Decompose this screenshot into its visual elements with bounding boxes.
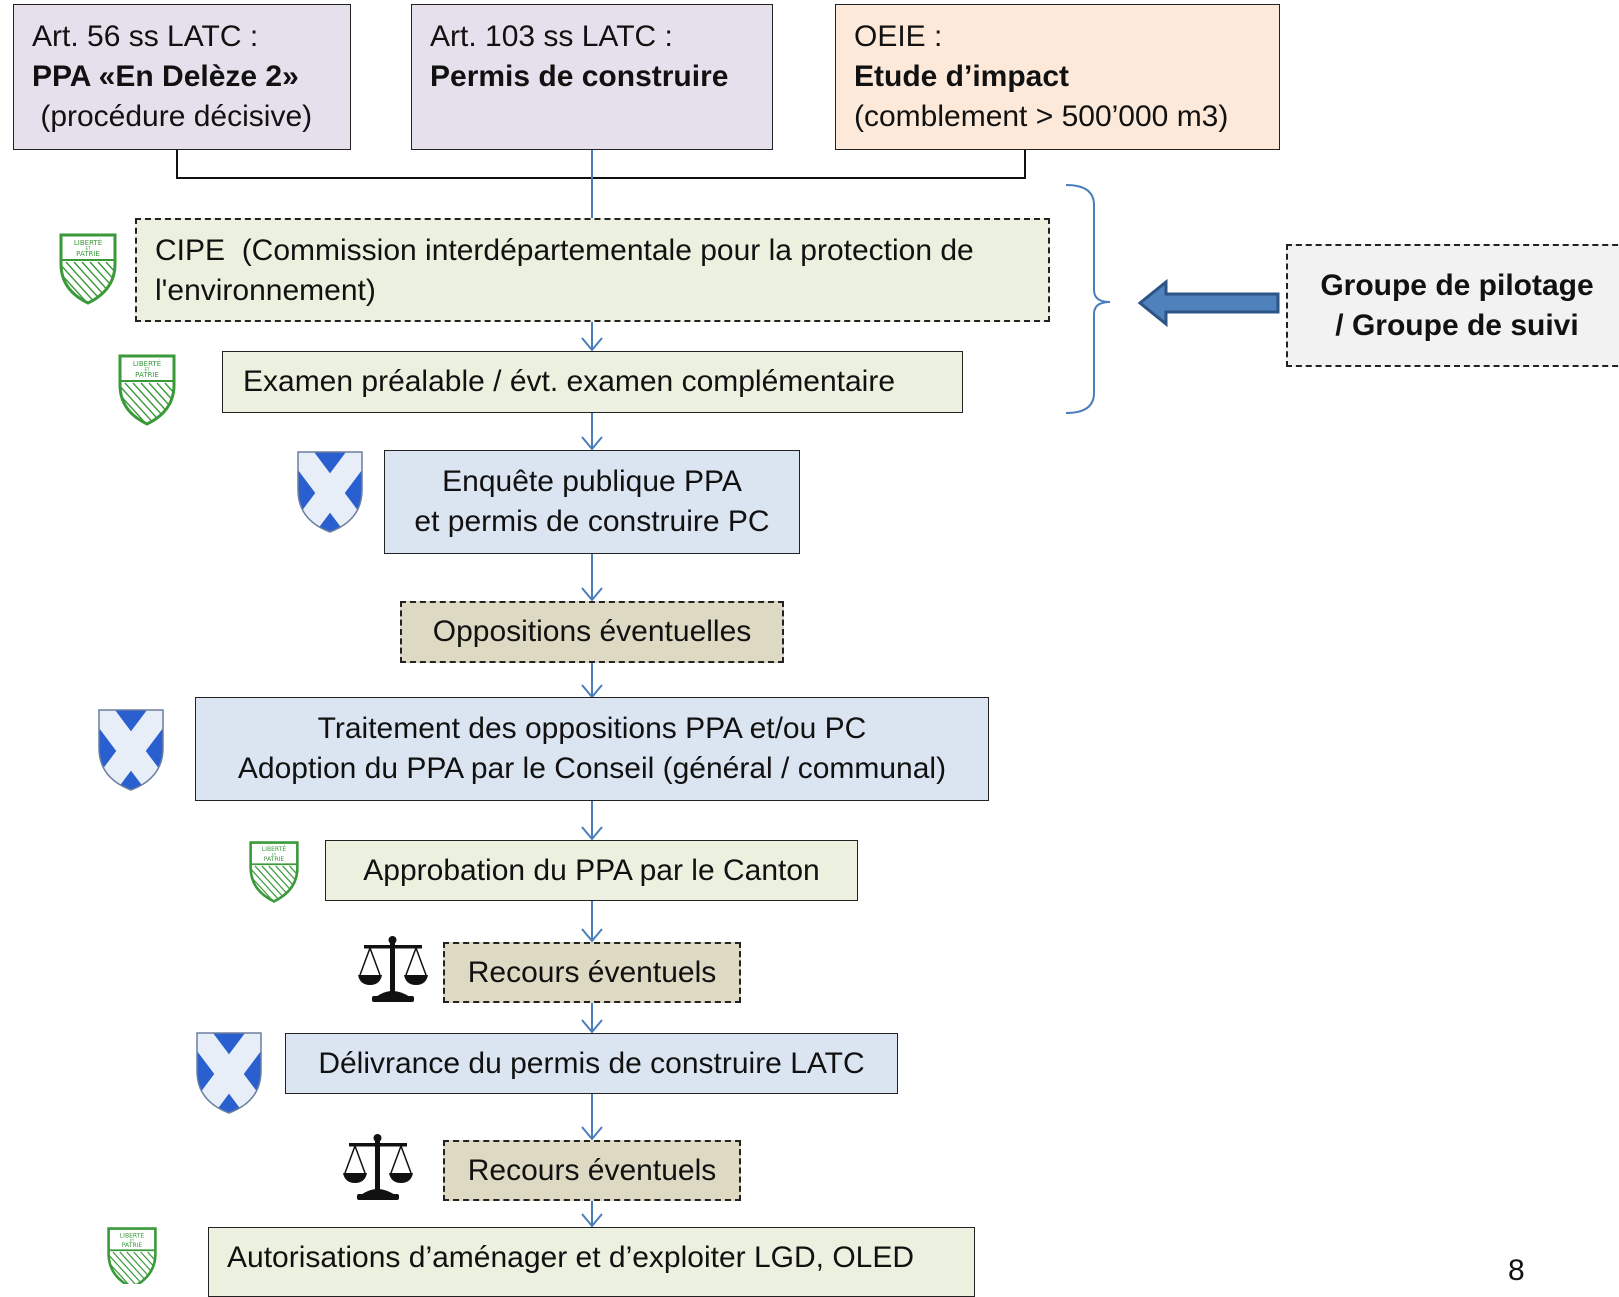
- top-box-3-line3: (comblement > 500’000 m3): [854, 100, 1229, 133]
- side-box-line1: Groupe de pilotage: [1320, 268, 1594, 302]
- examen-box: Examen préalable / évt. examen complémen…: [222, 351, 963, 413]
- autorisations-box: Autorisations d’aménager et d’exploiter …: [208, 1227, 975, 1297]
- top-box-latc-56: Art. 56 ss LATC : PPA «En Delèze 2» (pro…: [13, 4, 351, 150]
- top-box-2-line2: Permis de construire: [430, 60, 729, 93]
- recours-box-2: Recours éventuels: [443, 1140, 741, 1201]
- recours-2-text: Recours éventuels: [467, 1153, 717, 1187]
- traitement-box: Traitement des oppositions PPA et/ou PC …: [195, 697, 989, 801]
- commune-crest-icon: [97, 708, 165, 797]
- cipe-box: CIPE (Commission interdépartementale pou…: [135, 218, 1050, 322]
- flow-arrows: [581, 322, 603, 1228]
- cipe-line2: l'environnement): [155, 274, 376, 307]
- seal-text-1: LIBERTÉ: [74, 238, 102, 247]
- oppositions-text: Oppositions éventuelles: [432, 615, 752, 648]
- side-box-line2: / Groupe de suivi: [1335, 308, 1579, 342]
- approbation-text: Approbation du PPA par le Canton: [363, 853, 820, 887]
- examen-text: Examen préalable / évt. examen complémen…: [243, 365, 896, 398]
- enquete-line2: et permis de construire PC: [414, 505, 770, 538]
- left-arrow-icon: [1137, 278, 1280, 328]
- seal-text-1: LIBERTÉ: [133, 359, 161, 368]
- canton-seal-icon: LIBERTÉ ET PATRIE: [117, 353, 177, 432]
- traitement-line1: Traitement des oppositions PPA et/ou PC: [317, 712, 867, 745]
- canton-seal-icon: LIBERTÉ ET PATRIE: [106, 1226, 158, 1289]
- commune-crest-icon: [195, 1031, 263, 1120]
- traitement-line2: Adoption du PPA par le Conseil (général …: [237, 752, 947, 785]
- canton-seal-icon: LIBERTÉ ET PATRIE: [58, 232, 118, 311]
- seal-text-2: ET: [130, 1239, 135, 1243]
- groupe-pilotage-box: Groupe de pilotage / Groupe de suivi: [1286, 244, 1619, 367]
- recours-box-1: Recours éventuels: [443, 942, 741, 1003]
- scales-of-justice-icon: [341, 1133, 415, 1208]
- enquete-line1: Enquête publique PPA: [442, 465, 742, 498]
- delivrance-text: Délivrance du permis de construire LATC: [318, 1046, 865, 1080]
- seal-text-3: PATRIE: [135, 371, 159, 379]
- seal-text-2: ET: [272, 853, 277, 857]
- seal-text-3: PATRIE: [122, 1242, 143, 1249]
- delivrance-box: Délivrance du permis de construire LATC: [285, 1033, 898, 1094]
- oppositions-box: Oppositions éventuelles: [400, 601, 784, 663]
- commune-crest-icon: [296, 450, 364, 539]
- top-box-3-line1: OEIE :: [854, 20, 943, 53]
- top-box-3-line2: Etude d’impact: [854, 60, 1070, 93]
- top-box-1-line2: PPA «En Delèze 2»: [32, 60, 299, 93]
- canton-seal-icon: LIBERTÉ ET PATRIE: [248, 840, 300, 909]
- top-box-oeie: OEIE : Etude d’impact (comblement > 500’…: [835, 4, 1280, 150]
- seal-text-1: LIBERTÉ: [262, 844, 287, 853]
- top-box-1-line3: (procédure décisive): [32, 100, 313, 133]
- scales-of-justice-icon: [356, 935, 430, 1010]
- brace: [1065, 184, 1111, 414]
- seal-text-3: PATRIE: [76, 250, 100, 258]
- seal-text-2: ET: [86, 246, 92, 251]
- seal-text-1: LIBERTÉ: [120, 1230, 145, 1239]
- cipe-line1: CIPE (Commission interdépartementale pou…: [155, 234, 974, 267]
- autorisations-text: Autorisations d’aménager et d’exploiter …: [227, 1241, 915, 1274]
- top-box-latc-103: Art. 103 ss LATC : Permis de construire: [411, 4, 773, 150]
- top-box-2-line1: Art. 103 ss LATC :: [430, 20, 673, 53]
- seal-text-2: ET: [145, 367, 151, 372]
- enquete-box: Enquête publique PPA et permis de constr…: [384, 450, 800, 554]
- recours-1-text: Recours éventuels: [467, 955, 717, 989]
- page-number: 8: [1508, 1254, 1525, 1287]
- top-box-1-line1: Art. 56 ss LATC :: [32, 20, 259, 53]
- seal-text-3: PATRIE: [264, 856, 285, 863]
- approbation-box: Approbation du PPA par le Canton: [325, 840, 858, 901]
- top-bracket-line: [176, 145, 1026, 179]
